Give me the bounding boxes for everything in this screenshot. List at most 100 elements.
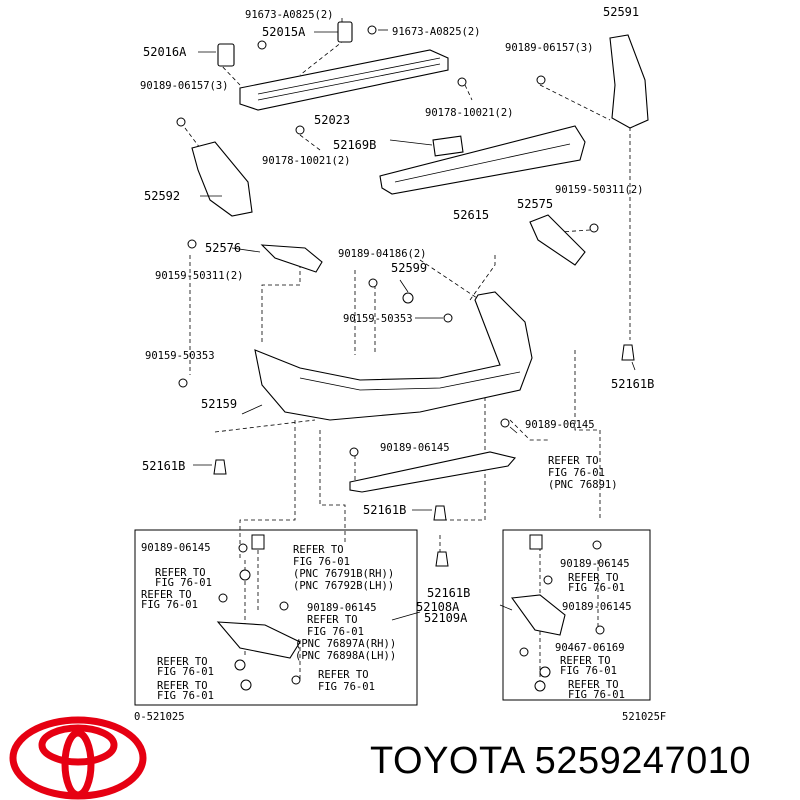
label: 52109A [424, 611, 468, 625]
label: 52016A [143, 45, 187, 59]
side-bracket-52591 [609, 34, 649, 129]
fastener-clip-icon [536, 75, 546, 85]
fastener-clip-icon [187, 239, 197, 249]
retainer-52576 [260, 244, 323, 273]
clip-icon [238, 543, 248, 553]
label: 90159-50353 [343, 313, 413, 325]
brand-part-number: TOYOTA 5259247010 [370, 740, 752, 782]
clip-icon [291, 675, 301, 685]
clip-icon [240, 679, 252, 691]
label: 90189-06145 [562, 601, 632, 613]
label: 90189-06145 [560, 558, 630, 570]
label: FIG 76-01 [293, 556, 350, 568]
bracket-52016A [217, 43, 235, 67]
label: REFER TO [293, 544, 344, 556]
dashed-leader-lines [184, 18, 631, 690]
label: 90189-06145 [525, 419, 595, 431]
label: FIG 76-01 [318, 681, 375, 693]
clip-icon [592, 540, 602, 550]
clip-icon [539, 666, 551, 678]
label: (PNC 76891) [548, 479, 618, 491]
label: 90189-04186(2) [338, 248, 427, 260]
label: FIG 76-01 [157, 690, 214, 702]
clip-icon [279, 601, 289, 611]
bracket-52015A [337, 21, 353, 43]
label: 52108A [416, 600, 460, 614]
clip-icon [543, 575, 553, 585]
label: 52592 [144, 189, 180, 203]
clip-icon [595, 625, 605, 635]
label: (PNC 76792B(LH)) [293, 580, 394, 592]
label: 52161B [142, 459, 185, 473]
retainer-52575 [529, 214, 586, 266]
fastener-clip-icon [443, 313, 453, 323]
label: 90189-06157(3) [505, 42, 594, 54]
detail-box-parts [216, 534, 605, 692]
reinforcement-bar-52023 [239, 49, 449, 111]
label: 52161B [427, 586, 470, 600]
lower-molding [349, 451, 517, 493]
detail-box-left [134, 529, 418, 706]
label: REFER TO [568, 572, 619, 584]
push-clip-icon [433, 505, 447, 521]
label: 90189-06157(3) [140, 80, 229, 92]
energy-absorber-52615 [379, 125, 586, 195]
part-drawings [176, 21, 649, 567]
label: FIG 76-01 [307, 626, 364, 638]
label: 90189-06145 [307, 602, 377, 614]
footer-code-left: 0-521025 [134, 711, 185, 723]
detail-box-right [502, 529, 651, 701]
toyota-logo-icon [9, 716, 147, 800]
push-clip-icon [621, 344, 635, 361]
side-bracket-52592 [191, 141, 253, 217]
fastener-clip-icon [295, 125, 305, 135]
label: FIG 76-01 [568, 689, 625, 701]
fastener-clip-icon [367, 25, 377, 35]
clip-icon [519, 647, 529, 657]
label: 90178-10021(2) [425, 107, 514, 119]
label: (PNC 76897A(RH)) [295, 638, 396, 650]
label: 52169B [333, 138, 376, 152]
label: FIG 76-01 [141, 599, 198, 611]
label: (PNC 76898A(LH)) [295, 650, 396, 662]
label: 52159 [201, 397, 237, 411]
label: 90189-06145 [380, 442, 450, 454]
part-labels: 91673-A0825(2) 91673-A0825(2) 52591 5201… [134, 5, 666, 723]
label: REFER TO [141, 589, 192, 601]
label: 52615 [453, 208, 489, 222]
fastener-clip-icon [176, 117, 186, 127]
label: FIG 76-01 [548, 467, 605, 479]
fastener-clip-icon [178, 378, 188, 388]
push-clip-icon [435, 551, 449, 567]
fastener-clip-icon [257, 40, 267, 50]
clip-icon [239, 569, 251, 581]
sensor-bracket-52108A [511, 594, 566, 636]
label: 91673-A0825(2) [245, 9, 334, 21]
label: FIG 76-01 [157, 666, 214, 678]
label: REFER TO [307, 614, 358, 626]
label: 52015A [262, 25, 306, 39]
label: 52575 [517, 197, 553, 211]
label: 52161B [611, 377, 654, 391]
label: 52599 [391, 261, 427, 275]
label: 90159-50311(2) [155, 270, 244, 282]
label: 52591 [603, 5, 639, 19]
label: REFER TO [318, 669, 369, 681]
label: REFER TO [155, 567, 206, 579]
sensor-bracket-52109A [216, 621, 301, 659]
clip-icon [234, 659, 246, 671]
fastener-clip-icon [402, 292, 414, 304]
label: 90178-10021(2) [262, 155, 351, 167]
label: FIG 76-01 [560, 665, 617, 677]
label: REFER TO [568, 679, 619, 691]
label: 52576 [205, 241, 241, 255]
label: FIG 76-01 [155, 577, 212, 589]
label: REFER TO [560, 655, 611, 667]
label: 52023 [314, 113, 350, 127]
push-clip-icon [213, 459, 227, 475]
label: 90189-06145 [141, 542, 211, 554]
label: 90159-50353 [145, 350, 215, 362]
label: (PNC 76791B(RH)) [293, 568, 394, 580]
bracket-52169B [432, 135, 464, 157]
